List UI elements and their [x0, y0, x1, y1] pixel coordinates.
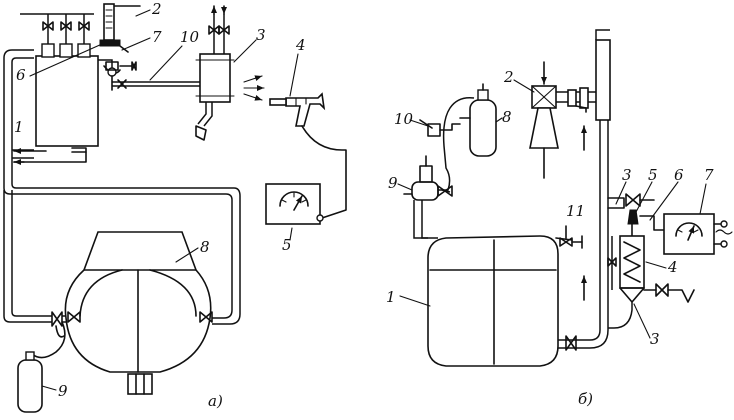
label-b-2: 2 [503, 68, 514, 86]
column-b [595, 39, 611, 121]
tank-b-1 [427, 235, 559, 367]
label-b-4: 4 [667, 258, 678, 276]
label-b-3a: 3 [622, 166, 632, 184]
meter-base [99, 39, 121, 47]
scheme-a: 1 2 3 4 5 6 7 8 9 10 а) [3, 0, 347, 413]
scheme-b: 11 [386, 29, 733, 408]
cylinder-b-8 [469, 99, 497, 157]
label-b-1: 1 [386, 288, 396, 306]
label-a-1: 1 [14, 118, 24, 136]
label-b-8: 8 [502, 108, 512, 126]
heater-3 [199, 53, 231, 103]
label-b-6: 6 [674, 166, 684, 184]
label-b-7: 7 [704, 166, 714, 184]
valve-top-2 [60, 21, 72, 31]
tank-nozzle-1 [41, 43, 55, 58]
label-a-3: 3 [256, 26, 266, 44]
caption-a: а) [208, 392, 223, 410]
gas-cylinder-9 [17, 359, 43, 413]
spray-gun-4 [269, 92, 326, 127]
tank-nozzle-2 [59, 43, 73, 58]
caption-b: б) [578, 390, 593, 408]
temperature-gauge-5 [265, 183, 321, 225]
label-b-10: 10 [394, 110, 414, 128]
label-b-3b: 3 [650, 330, 660, 348]
temperature-gauge-b-7 [663, 213, 715, 255]
label-a-5: 5 [282, 236, 292, 254]
label-a-10: 10 [180, 28, 200, 46]
tank-1 [35, 55, 99, 147]
label-a-7: 7 [152, 28, 162, 46]
label-b-11: 11 [566, 202, 585, 220]
label-b-9: 9 [388, 174, 398, 192]
label-a-6: 6 [16, 66, 26, 84]
hopper-outlet [127, 373, 153, 395]
label-a-8: 8 [200, 238, 210, 256]
hopper-8 [64, 231, 212, 395]
valve-top-3 [78, 21, 90, 31]
label-b-5: 5 [648, 166, 658, 184]
valve-top-1 [42, 21, 54, 31]
label-a-9: 9 [58, 382, 68, 400]
label-a-4: 4 [295, 36, 306, 54]
valve-b-9 [411, 181, 439, 201]
label-a-2: 2 [151, 0, 162, 18]
